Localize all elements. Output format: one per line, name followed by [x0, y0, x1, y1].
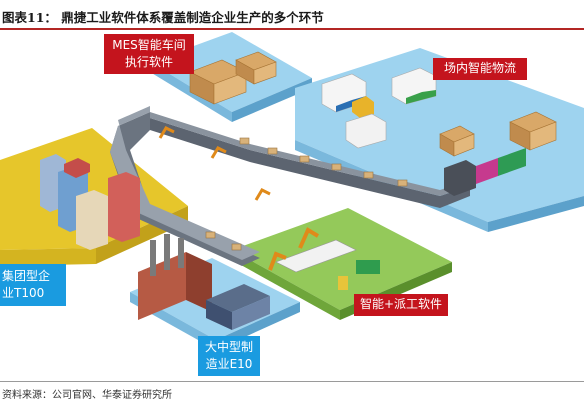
- sorting-machine: [444, 148, 526, 196]
- smart-dispatch-label: 智能+派工软件: [354, 294, 448, 316]
- group-label-line-1: 集团型企: [2, 269, 51, 283]
- midsize-label-line-2: 造业E10: [205, 357, 253, 371]
- mes-label-line-2: 执行软件: [124, 55, 173, 69]
- mes-crates: [189, 51, 277, 105]
- midsize-label-line-1: 大中型制: [204, 340, 253, 354]
- logistics-crates: [439, 111, 557, 157]
- mes-label-line-1: MES智能车间: [112, 38, 186, 52]
- assembly-line: [268, 227, 380, 290]
- factory-illustration: [0, 32, 584, 350]
- logistics-label: 场内智能物流: [433, 58, 527, 80]
- source-note: 资料来源：公司官网、华泰证券研究所: [2, 390, 172, 401]
- group-label-line-2: 业T100: [2, 286, 45, 300]
- mes-label: MES智能车间 执行软件: [104, 34, 194, 74]
- group-enterprise-label: 集团型企 业T100: [0, 264, 66, 306]
- figure-title: 图表11： 鼎捷工业软件体系覆盖制造企业生产的多个环节: [2, 10, 324, 25]
- smart-dispatch-label-text: 智能+派工软件: [359, 297, 443, 311]
- trucks: [321, 67, 437, 149]
- office-towers: [40, 154, 140, 250]
- logistics-label-text: 场内智能物流: [443, 61, 516, 75]
- footer-rule: [0, 381, 584, 382]
- midsize-label: 大中型制 造业E10: [198, 336, 260, 376]
- title-bar: 图表11： 鼎捷工业软件体系覆盖制造企业生产的多个环节: [0, 0, 584, 30]
- factory-building: [138, 234, 270, 330]
